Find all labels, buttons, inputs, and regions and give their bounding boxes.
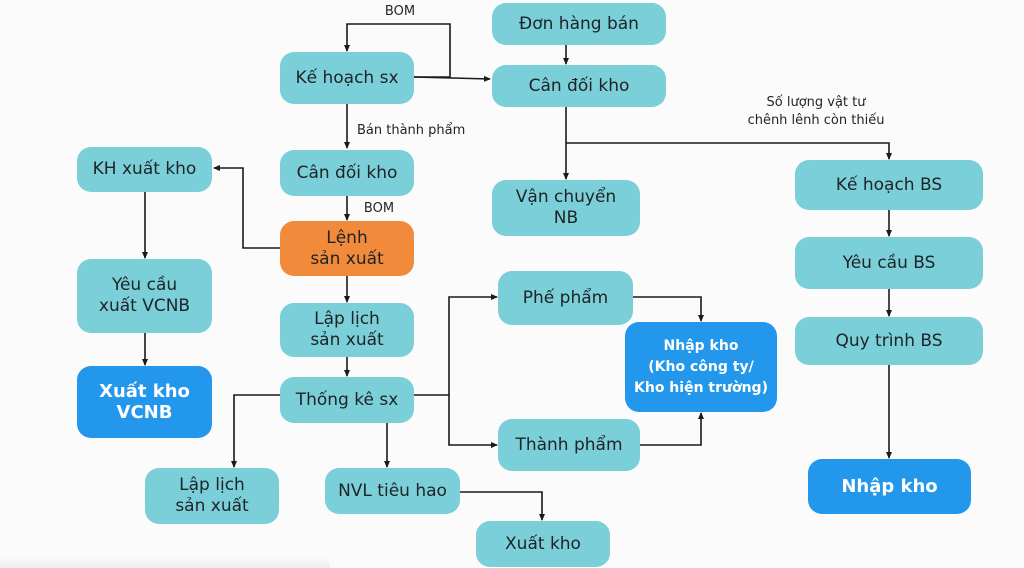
node-quy-trinh-bs[interactable]: Quy trình BS: [795, 317, 983, 365]
node-van-chuyen-nb[interactable]: Vận chuyển NB: [492, 180, 640, 236]
node-lap-lich-san-xuat-mid[interactable]: Lập lịch sản xuất: [280, 303, 414, 357]
edge-tk-to-llb: [231, 394, 280, 468]
edge-label-bom-top: BOM: [384, 4, 416, 19]
edge-nvl-to-xk: [460, 491, 545, 521]
edge-tp-to-nk: [640, 412, 704, 446]
node-yeu-cau-bs[interactable]: Yêu cầu BS: [795, 237, 983, 289]
edge-cdk-to-khbs: [566, 142, 892, 160]
node-xuat-kho[interactable]: Xuất kho: [476, 521, 610, 567]
edge-label-so-luong-vat-tu: Số lượng vật tư chênh lênh còn thiếu: [747, 95, 885, 128]
edge-tk-to-pp: [414, 294, 498, 396]
node-can-doi-kho-top[interactable]: Cân đối kho: [492, 65, 666, 107]
edge-tk-to-tp: [448, 395, 498, 448]
bottom-shadow: [0, 556, 330, 568]
node-thong-ke-sx[interactable]: Thống kê sx: [280, 377, 414, 423]
node-nvl-tieu-hao[interactable]: NVL tiêu hao: [325, 468, 460, 514]
edge-khsx-to-cdk: [413, 75, 491, 82]
node-kh-xuat-kho[interactable]: KH xuất kho: [77, 147, 212, 192]
node-yeu-cau-xuat-vcnb[interactable]: Yêu cầu xuất VCNB: [77, 259, 212, 333]
node-ke-hoach-bs[interactable]: Kế hoạch BS: [795, 160, 983, 210]
edge-pp-to-nk: [633, 296, 704, 322]
node-don-hang-ban[interactable]: Đơn hàng bán: [492, 3, 666, 45]
edge-label-bom-mid: BOM: [363, 201, 395, 216]
node-lenh-san-xuat[interactable]: Lệnh sản xuất: [280, 221, 414, 276]
node-nhap-kho-center[interactable]: Nhập kho (Kho công ty/ Kho hiện trường): [625, 322, 777, 412]
node-phe-pham[interactable]: Phế phẩm: [498, 271, 633, 325]
node-can-doi-kho-mid[interactable]: Cân đối kho: [280, 150, 414, 196]
edge-lenh-to-khxk: [213, 165, 280, 249]
node-lap-lich-san-xuat-bottom[interactable]: Lập lịch sản xuất: [145, 468, 279, 524]
edge-label-ban-thanh-pham: Bán thành phẩm: [357, 123, 466, 138]
node-thanh-pham[interactable]: Thành phẩm: [498, 419, 640, 471]
node-nhap-kho-right[interactable]: Nhập kho: [808, 459, 971, 514]
node-xuat-kho-vcnb[interactable]: Xuất kho VCNB: [77, 366, 212, 438]
node-ke-hoach-sx[interactable]: Kế hoạch sx: [280, 52, 414, 104]
